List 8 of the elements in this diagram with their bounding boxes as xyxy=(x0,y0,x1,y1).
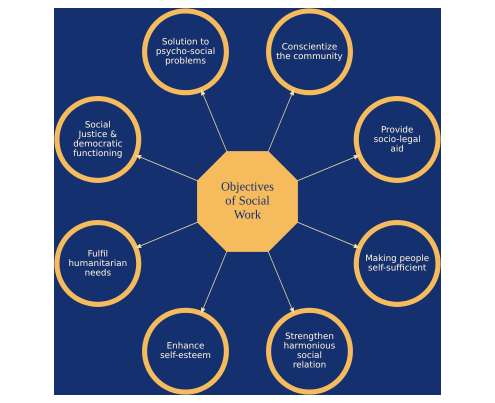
arrow xyxy=(297,222,360,248)
arrow xyxy=(200,88,228,152)
arrow xyxy=(268,88,294,152)
arrow xyxy=(134,222,198,248)
arrow xyxy=(297,154,360,182)
arrow xyxy=(200,251,228,314)
arrow xyxy=(134,154,198,182)
arrow xyxy=(268,251,294,314)
